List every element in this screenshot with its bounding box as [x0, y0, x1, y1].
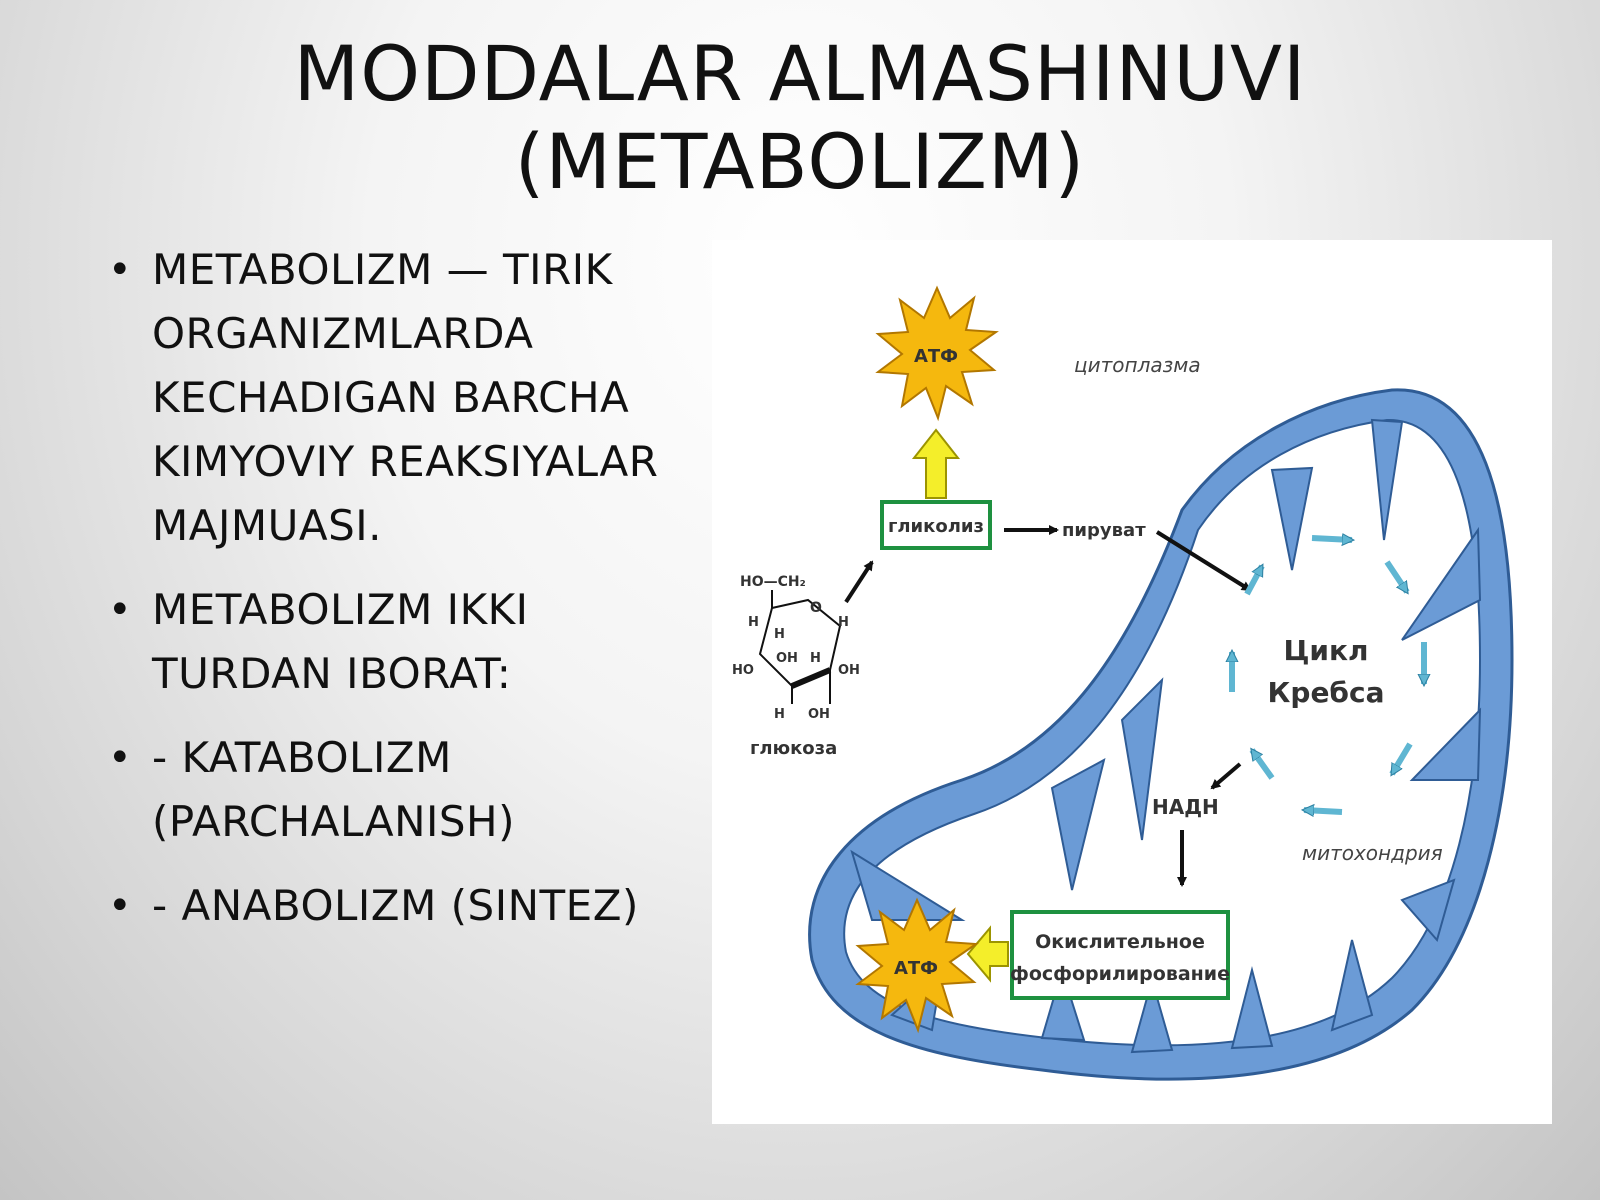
cristae [850, 418, 1482, 1054]
nadh-label: НАДН [1152, 795, 1219, 819]
cytoplasm-label: цитоплазма [1074, 353, 1201, 377]
bullet-list: METABOLIZM — TIRIK ORGANIZMLARDA KECHADI… [108, 238, 668, 958]
mitochondrion [808, 388, 1514, 1081]
cycle-arrow-icon [1389, 742, 1413, 774]
atp-top-label: АТФ [914, 346, 958, 367]
oxphos-label-line-2: фосфорилирование [1010, 963, 1230, 985]
title-line-1: MODDALAR ALMASHINUVI [293, 29, 1307, 118]
bullet-definition: METABOLIZM — TIRIK ORGANIZMLARDA KECHADI… [108, 238, 668, 558]
glucose-label: глюкоза [750, 738, 837, 759]
glucose-oh3: OH [808, 707, 830, 722]
bullet-two-types: METABOLIZM IKKI TURDAN IBORAT: [108, 578, 668, 706]
glucose-o: O [810, 600, 822, 616]
arrow-krebs-to-nadh [1210, 762, 1242, 790]
cycle-arrow-icon [1304, 810, 1343, 812]
glucose-h3: H [838, 615, 849, 630]
atp-top: АТФ [875, 285, 999, 422]
glucose-ho-ch2: HO—CH₂ [740, 574, 806, 590]
glycolysis-box [880, 500, 992, 550]
glycolysis-label: гликолиз [888, 516, 984, 537]
mitochondria-label: митохондрия [1302, 841, 1443, 865]
cycle-arrow-icon [1249, 750, 1275, 780]
yellow-left-arrow-icon [966, 925, 1009, 983]
krebs-cycle-arrows [1232, 538, 1424, 812]
metabolism-diagram-svg: цитоплазма АТФ гликолиз пируват HO—CH₂ O… [732, 285, 1514, 1081]
glucose-structure: HO—CH₂ O H H H OH H HO OH H OH глюкоза [732, 574, 860, 759]
arrow-pyruvate-to-krebs [1155, 530, 1252, 592]
krebs-label-line-2: Кребса [1268, 676, 1385, 709]
bullet-catabolism: - KATABOLIZM (PARCHALANISH) [108, 726, 668, 854]
atp-bottom: АТФ [855, 897, 979, 1034]
bullet-anabolism: - ANABOLIZM (SINTEZ) [108, 874, 668, 938]
krebs-label-line-1: Цикл [1283, 634, 1368, 667]
arrow-glucose-to-glycolysis [844, 560, 874, 604]
metabolism-diagram: цитоплазма АТФ гликолиз пируват HO—CH₂ O… [712, 240, 1552, 1124]
glucose-oh2: OH [838, 663, 860, 678]
pyruvate-label: пируват [1062, 520, 1146, 541]
glucose-h2: H [774, 627, 785, 642]
oxphos-box [1010, 910, 1230, 1000]
oxphos-label-line-1: Окислительное [1035, 931, 1205, 953]
cycle-arrow-icon [1244, 566, 1265, 596]
glucose-h1: H [748, 615, 759, 630]
yellow-up-arrow-icon [911, 428, 961, 499]
atp-top-star-icon [875, 285, 999, 422]
cycle-arrow-icon [1384, 560, 1410, 592]
glucose-h5: H [774, 707, 785, 722]
atp-bottom-star-icon [855, 897, 979, 1034]
glucose-ho: HO [732, 663, 754, 678]
slide-title: MODDALAR ALMASHINUVI (METABOLIZM) [200, 30, 1400, 206]
atp-bottom-label: АТФ [894, 958, 938, 979]
cycle-arrow-icon [1311, 538, 1352, 540]
title-line-2: (METABOLIZM) [514, 117, 1086, 206]
glucose-h4: H [810, 651, 821, 666]
glucose-oh1: OH [776, 651, 798, 666]
